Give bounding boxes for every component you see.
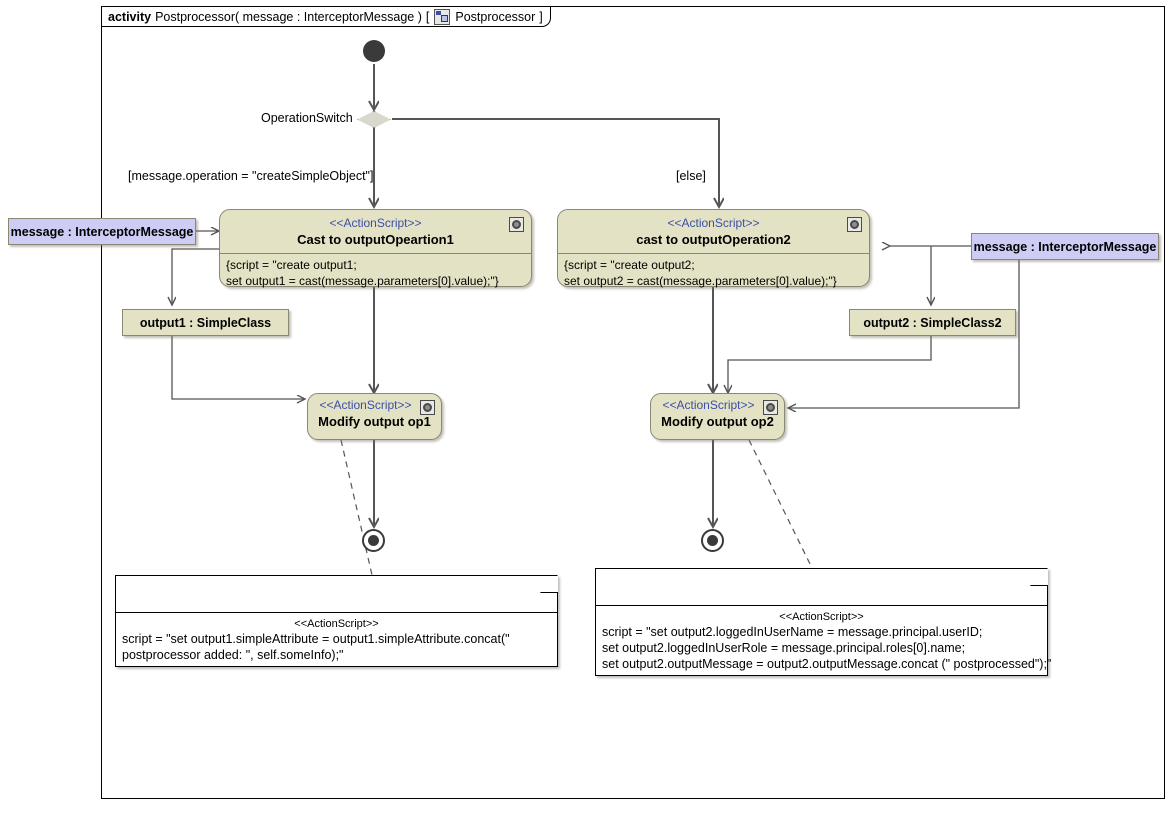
initial-node[interactable] [363, 40, 385, 62]
parameter-node-message-right[interactable]: message : InterceptorMessage [971, 233, 1159, 260]
action-cast1-header: <<ActionScript>> Cast to outputOpeartion… [220, 210, 531, 248]
object-node-output1[interactable]: output1 : SimpleClass [122, 309, 289, 336]
action-script-icon [847, 217, 862, 232]
action-cast1-name: Cast to outputOpeartion1 [297, 232, 454, 247]
action-script-icon [420, 400, 435, 415]
action-cast2-body-line-2: set output2 = cast(message.parameters[0]… [564, 274, 837, 288]
action-modify1-stereotype: <<ActionScript>> [319, 398, 412, 412]
action-cast2-name: cast to outputOperation2 [636, 232, 791, 247]
object-node-output2-label: output2 : SimpleClass2 [863, 315, 1002, 330]
action-cast1-body-line-2: set output1 = cast(message.parameters[0]… [226, 274, 499, 288]
action-cast1-body-line-1: {script = "create output1; [226, 258, 357, 272]
action-modify2-name: Modify output op2 [661, 414, 774, 429]
action-cast1-body: {script = "create output1; set output1 =… [220, 253, 531, 293]
action-modify2-stereotype: <<ActionScript>> [662, 398, 755, 412]
note1-stereotype: <<ActionScript>> [294, 618, 379, 630]
guard-right: [else] [676, 169, 706, 183]
activity-class-icon [434, 8, 451, 25]
activity-frame-header: activity Postprocessor( message : Interc… [101, 6, 551, 27]
decision-label: OperationSwitch [261, 111, 353, 125]
note2-line-2: set output2.loggedInUserRole = message.p… [602, 641, 966, 655]
action-node-modify2[interactable]: <<ActionScript>> Modify output op2 [650, 393, 785, 440]
parameter-node-message-left[interactable]: message : InterceptorMessage [8, 218, 196, 245]
activity-keyword: activity [108, 9, 152, 24]
parameter-node-message-right-label: message : InterceptorMessage [973, 239, 1157, 254]
note-actionscript-1[interactable]: <<ActionScript>> script = "set output1.s… [115, 575, 558, 667]
note2-stereotype: <<ActionScript>> [779, 611, 864, 623]
bracket-open: [ [425, 9, 430, 24]
action-node-cast2[interactable]: <<ActionScript>> cast to outputOperation… [557, 209, 870, 288]
note-divider [116, 612, 557, 613]
action-script-icon [509, 217, 524, 232]
bracket-close: ] [539, 9, 543, 24]
note-fold-icon [1030, 568, 1048, 586]
action-cast2-header: <<ActionScript>> cast to outputOperation… [558, 210, 869, 248]
activity-frame [101, 6, 1165, 799]
note2-line-1: script = "set output2.loggedInUserName =… [602, 625, 983, 639]
object-node-output2[interactable]: output2 : SimpleClass2 [849, 309, 1016, 336]
action-cast2-stereotype: <<ActionScript>> [667, 216, 760, 230]
action-cast2-body: {script = "create output2; set output2 =… [558, 253, 869, 293]
note-actionscript-2[interactable]: <<ActionScript>> script = "set output2.l… [595, 568, 1052, 676]
activity-owner: Postprocessor [455, 9, 536, 24]
action-modify2-header: <<ActionScript>> Modify output op2 [651, 394, 784, 430]
action-script-icon [763, 400, 778, 415]
action-node-cast1[interactable]: <<ActionScript>> Cast to outputOpeartion… [219, 209, 532, 288]
action-modify1-header: <<ActionScript>> Modify output op1 [308, 394, 441, 430]
note-divider [596, 605, 1047, 606]
action-cast1-stereotype: <<ActionScript>> [329, 216, 422, 230]
action-cast2-body-line-1: {script = "create output2; [564, 258, 695, 272]
action-node-modify1[interactable]: <<ActionScript>> Modify output op1 [307, 393, 442, 440]
note-fold-icon [540, 575, 558, 593]
decision-node-operationswitch[interactable] [357, 111, 391, 128]
note1-line-2: postprocessor added: ", self.someInfo);" [122, 648, 344, 662]
activity-final-node-2[interactable] [701, 529, 724, 552]
parameter-node-message-left-label: message : InterceptorMessage [10, 224, 194, 239]
note2-line-3: set output2.outputMessage = output2.outp… [602, 657, 1052, 671]
activity-final-node-1[interactable] [362, 529, 385, 552]
object-node-output1-label: output1 : SimpleClass [139, 315, 272, 330]
note1-line-1: script = "set output1.simpleAttribute = … [122, 632, 510, 646]
guard-left: [message.operation = "createSimpleObject… [128, 169, 374, 183]
activity-signature: Postprocessor( message : InterceptorMess… [155, 9, 422, 24]
action-modify1-name: Modify output op1 [318, 414, 431, 429]
